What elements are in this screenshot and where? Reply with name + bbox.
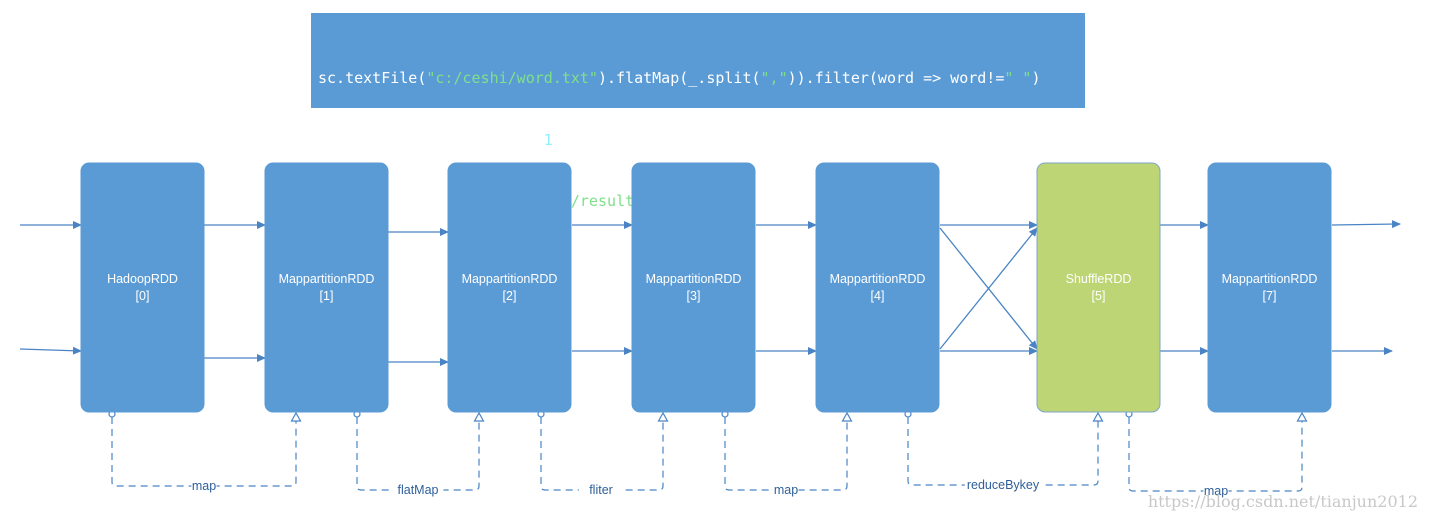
watermark: https://blog.csdn.net/tianjun2012 (1148, 492, 1418, 511)
code-string: "," (760, 69, 788, 87)
dependency-line (1128, 417, 1303, 492)
rdd-name: MappartitionRDD (462, 272, 558, 286)
rdd-name: ShuffleRDD (1066, 272, 1132, 286)
dependency-line (356, 417, 480, 491)
rdd-index: [0] (136, 289, 150, 303)
code-text: )).filter(word => word!= (787, 69, 1005, 87)
rdd-name: MappartitionRDD (646, 272, 742, 286)
dependency-line (111, 417, 297, 487)
code-text: .map(word => (word, (318, 130, 544, 149)
nodes: HadoopRDD[0]MappartitionRDD[1]Mappartiti… (80, 162, 1332, 413)
code-number: 1 (543, 130, 553, 149)
code-string: "c:/ceshi/word.txt" (426, 69, 598, 87)
dependency-line (907, 417, 1099, 486)
dependency: map (1125, 410, 1308, 498)
rdd-node: MappartitionRDD [2] (447, 162, 572, 413)
rdd-node: ShuffleRDD [5] (1036, 162, 1161, 413)
dependency: map (108, 410, 302, 493)
rdd-node: MappartitionRDD [7] (1207, 162, 1332, 413)
rdd-index: [2] (503, 289, 517, 303)
rdd-name: MappartitionRDD (279, 272, 375, 286)
dependency-arrowhead (1092, 411, 1104, 422)
rdd-name: MappartitionRDD (830, 272, 926, 286)
rdd-node: HadoopRDD [0] (80, 162, 205, 413)
dependency-label-bg (392, 481, 444, 497)
code-string: " " (1004, 69, 1032, 87)
dependency-label-bg (191, 477, 217, 493)
dependency: reduceBykey (904, 410, 1104, 492)
dependency-label-bg (578, 481, 624, 497)
dependency: map (721, 410, 853, 497)
code-line-1: sc.textFile("c:/ceshi/word.txt").flatMap… (318, 68, 1085, 89)
dependency-arrowhead (657, 411, 669, 422)
partition-arrow (939, 227, 1038, 350)
code-line-2: .map(word => (word, 1)).reduceByKey(_ + … (318, 130, 1085, 151)
dependency-label-bg (964, 476, 1042, 492)
rdd-index: [4] (871, 289, 885, 303)
partition-arrow (19, 346, 82, 355)
dependency-arrowhead (290, 411, 302, 422)
partition-arrow (1331, 220, 1401, 229)
code-block: sc.textFile("c:/ceshi/word.txt").flatMap… (311, 13, 1085, 210)
dependency-label: fliter (589, 483, 613, 497)
rdd-node: MappartitionRDD [1] (264, 162, 389, 413)
rdd-index: [5] (1092, 289, 1106, 303)
dependency-label: reduceBykey (967, 478, 1040, 492)
dependency-label: map (192, 479, 216, 493)
rdd-index: [7] (1263, 289, 1277, 303)
rdd-name: HadoopRDD (107, 272, 178, 286)
code-text: ).flatMap(_.split( (597, 69, 761, 87)
dependency-label: map (1204, 484, 1228, 498)
dependency-arrowhead (1296, 411, 1308, 422)
flow-arrows (19, 220, 1401, 366)
dependency: flatMap (353, 410, 485, 497)
dependency-label-bg (1203, 482, 1229, 498)
code-text: sc.textFile( (318, 69, 427, 87)
dependency-lines: map flatMap fliter map reduceBykey map (108, 410, 1308, 498)
dependency-label: flatMap (398, 483, 439, 497)
rdd-name: MappartitionRDD (1222, 272, 1318, 286)
dependency-label-bg (773, 481, 799, 497)
rdd-node: MappartitionRDD [4] (815, 162, 940, 413)
dependency-line (724, 417, 848, 491)
dependency: fliter (537, 410, 669, 497)
dependency-label: map (774, 483, 798, 497)
rdd-index: [1] (320, 289, 334, 303)
dependency-arrowhead (841, 411, 853, 422)
dependency-arrowhead (473, 411, 485, 422)
rdd-node: MappartitionRDD [3] (631, 162, 756, 413)
dependency-line (540, 417, 664, 491)
rdd-index: [3] (687, 289, 701, 303)
code-text: ) (1031, 69, 1041, 87)
code-text: )).reduceByKey(_ + _) (552, 130, 743, 149)
